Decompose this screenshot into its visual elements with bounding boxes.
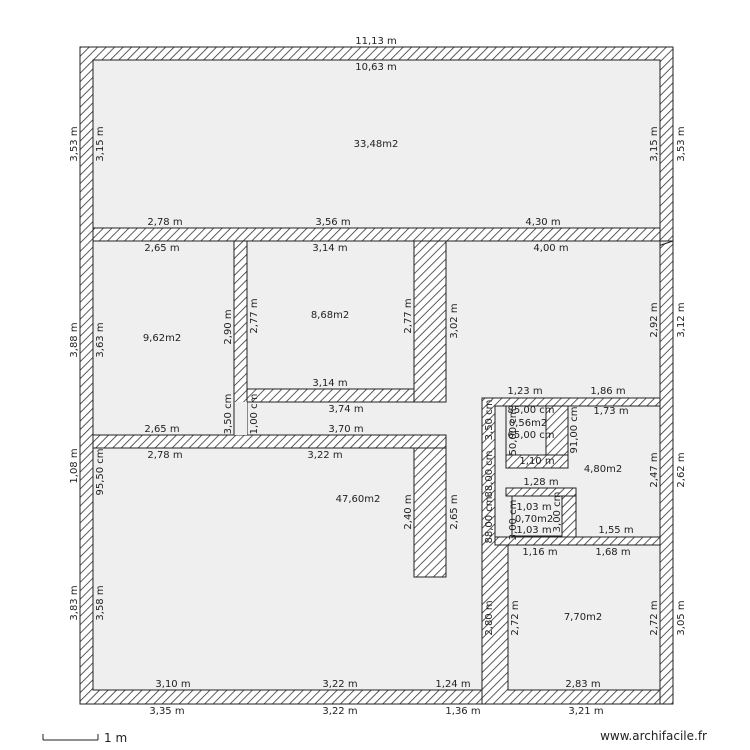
dim-br-h-int-right: 2,72 m [649,600,660,635]
dim-s-m: 3,00 cm [552,492,563,533]
dim-bottom-int-c: 1,24 m [435,679,470,690]
dim-center-h-right: 2,77 m [403,298,414,333]
dim-top-ext: 11,13 m [355,36,397,47]
dim-wall1-b: 3,56 m [315,217,350,228]
dim-br-b: 1,68 m [595,547,630,558]
dim-top-int: 10,63 m [355,62,397,73]
dim-s-h: 88,00 cm [484,450,495,497]
dim-s-k: 1,03 m [516,525,551,536]
dim-br-wall-h: 2,80 m [484,600,495,635]
wall-left-mid [92,434,447,449]
small-closet-b-top [505,487,577,497]
dim-r-h-ext: 2,62 m [676,452,687,487]
dim-bottom-ext-d: 3,21 m [568,706,603,717]
room-top-floor [92,59,661,229]
dim-left-room-h: 3,63 m [95,322,106,357]
small-closet-a-bottom [505,454,569,469]
dim-right-h-ext: 3,12 m [676,302,687,337]
scale-label: 1 m [104,731,127,745]
dim-left-room-bottom: 2,65 m [144,424,179,435]
dim-wall1-c: 4,30 m [525,217,560,228]
dim-r-h-int: 2,47 m [649,452,660,487]
dim-big-gap: 95,50 cm [95,448,106,495]
room-center-floor [246,240,415,390]
dim-s-d: 3,50 cm [484,400,495,441]
dim-left-room-top: 2,65 m [144,243,179,254]
dim-bottom-ext-c: 1,36 m [445,706,480,717]
dim-r-c: 1,73 m [593,406,628,417]
dim-s-b: 65,00 cm [507,430,554,441]
dim-s-a: 85,00 cm [507,405,554,416]
area-labels: 33,48m2 9,62m2 8,68m2 47,60m2 4,80m2 7,7… [143,139,622,623]
wall-center-bottom [246,388,415,403]
dim-corridor-w: 3,74 m [328,404,363,415]
dimension-labels-horizontal: 11,13 m 10,63 m 2,78 m 3,56 m 4,30 m 2,6… [144,36,633,717]
wall-top-horizontal [92,227,661,242]
area-left-room: 9,62m2 [143,333,181,344]
dim-s-c: 50,00 cm [508,408,519,455]
dim-corridor-h: 3,02 m [449,303,460,338]
dim-big-corr-h2: 2,65 m [449,494,460,529]
dim-big-top-b: 3,22 m [307,450,342,461]
dim-big-h: 3,58 m [95,585,106,620]
dim-big-corr-h: 2,40 m [403,494,414,529]
big-room-floor [92,227,661,691]
area-bottom-right: 7,70m2 [564,612,602,623]
dim-top-right-int: 3,15 m [649,126,660,161]
dim-left-ext-bottom: 3,83 m [69,585,80,620]
area-center-room: 8,68m2 [311,310,349,321]
small-closet-b [511,495,563,537]
dim-left-room-h2: 2,90 m [223,309,234,344]
dim-gap-a: 3,50 cm [223,394,234,435]
dim-bottom-int-a: 3,10 m [155,679,190,690]
site-link[interactable]: www.archifacile.fr [600,729,707,743]
dim-left-ext-mid: 3,88 m [69,322,80,357]
dim-wall1-a: 2,78 m [147,217,182,228]
right-block [481,397,661,705]
area-small-b: 0,70m2 [515,514,553,525]
scale-bar: 1 m [42,731,127,745]
area-small-a: 0,56m2 [509,418,547,429]
dim-br-h-ext: 3,05 m [676,600,687,635]
area-top: 33,48m2 [354,139,399,150]
dim-br-a: 1,16 m [522,547,557,558]
dim-s-f: 1,10 m [519,456,554,467]
dim-r-a: 1,23 m [507,386,542,397]
wall-center-right [413,240,447,403]
dim-left-ext-small: 1,08 m [69,448,80,483]
dim-s-e: 91,00 cm [569,406,580,453]
room-left-floor [92,240,235,436]
dim-big-top-a: 2,78 m [147,450,182,461]
area-right-room: 4,80m2 [584,464,622,475]
dim-top-left-ext: 3,53 m [69,126,80,161]
dim-bottom-ext-b: 3,22 m [322,706,357,717]
dim-right-h-int: 2,92 m [649,302,660,337]
wall-gap [234,402,247,435]
dim-bottom-int-d: 2,83 m [565,679,600,690]
dim-bottom-ext-a: 3,35 m [149,706,184,717]
dim-s-j: 1,03 m [516,502,551,513]
dim-r-b: 1,86 m [590,386,625,397]
dim-center-top: 3,14 m [312,243,347,254]
dimension-labels-vertical: 3,53 m 3,15 m 3,15 m 3,53 m 3,88 m 3,63 … [69,126,687,635]
dim-right-top: 4,00 m [533,243,568,254]
dim-wall2: 3,70 m [328,424,363,435]
dim-center-bottom: 3,14 m [312,378,347,389]
dim-s-i: 88,00 cm [484,496,495,543]
area-big-room: 47,60m2 [336,494,381,505]
dim-s-n: 1,55 m [598,525,633,536]
dim-br-h-int-left: 2,72 m [510,600,521,635]
dim-s-l: 3,00 cm [508,500,519,541]
dim-gap-b: 1,00 cm [249,394,260,435]
dim-s-g: 1,28 m [523,477,558,488]
wall-big-stub [413,434,447,578]
dim-center-h-left: 2,77 m [249,298,260,333]
dim-top-left-int: 3,15 m [95,126,106,161]
bottom-right-wall [494,536,661,546]
dim-bottom-int-b: 3,22 m [322,679,357,690]
dim-top-right-ext: 3,53 m [676,126,687,161]
